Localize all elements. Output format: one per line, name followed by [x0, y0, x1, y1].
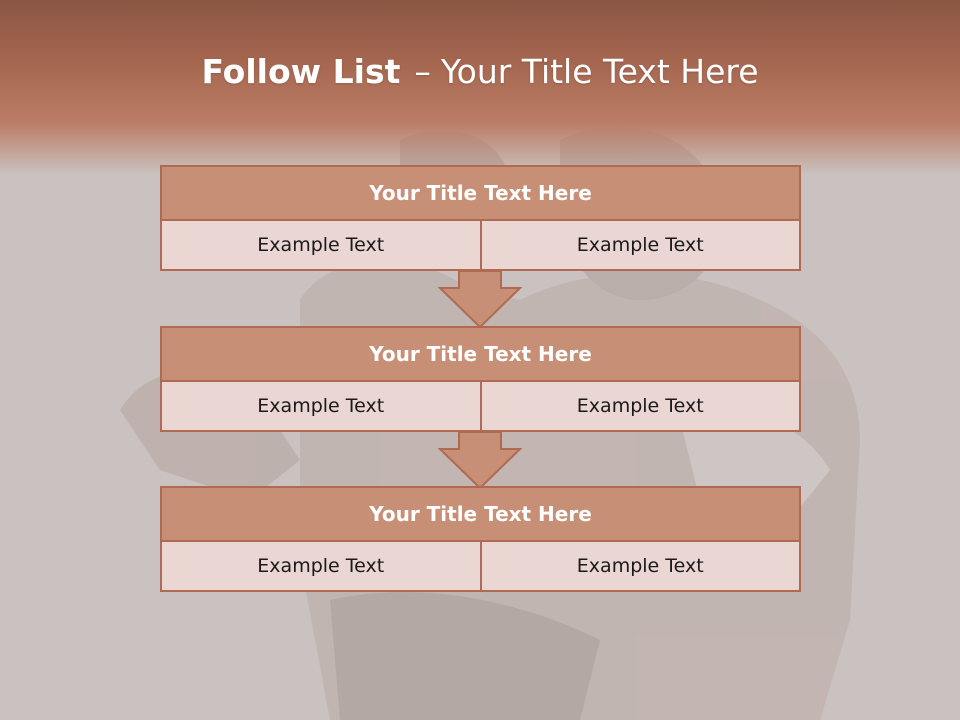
block-cell-right: Example Text — [479, 542, 799, 590]
block-title: Your Title Text Here — [160, 165, 801, 221]
title-separator: – — [414, 52, 431, 91]
title-rest: Your Title Text Here — [440, 52, 759, 91]
list-block-2: Your Title Text Here Example Text Exampl… — [160, 326, 801, 432]
down-arrow-2 — [438, 432, 522, 490]
block-cell-right: Example Text — [479, 221, 799, 269]
down-arrow-1 — [438, 271, 522, 329]
block-title: Your Title Text Here — [160, 486, 801, 542]
block-row: Example Text Example Text — [160, 382, 801, 432]
header-band — [0, 0, 960, 175]
block-row: Example Text Example Text — [160, 542, 801, 592]
block-cell-left: Example Text — [162, 221, 480, 269]
list-block-3: Your Title Text Here Example Text Exampl… — [160, 486, 801, 592]
block-cell-right: Example Text — [479, 382, 799, 430]
block-row: Example Text Example Text — [160, 221, 801, 271]
title-bold: Follow List — [201, 52, 401, 91]
slide-title: Follow List–Your Title Text Here — [0, 52, 960, 91]
block-title: Your Title Text Here — [160, 326, 801, 382]
block-cell-left: Example Text — [162, 542, 480, 590]
list-block-1: Your Title Text Here Example Text Exampl… — [160, 165, 801, 271]
block-cell-left: Example Text — [162, 382, 480, 430]
